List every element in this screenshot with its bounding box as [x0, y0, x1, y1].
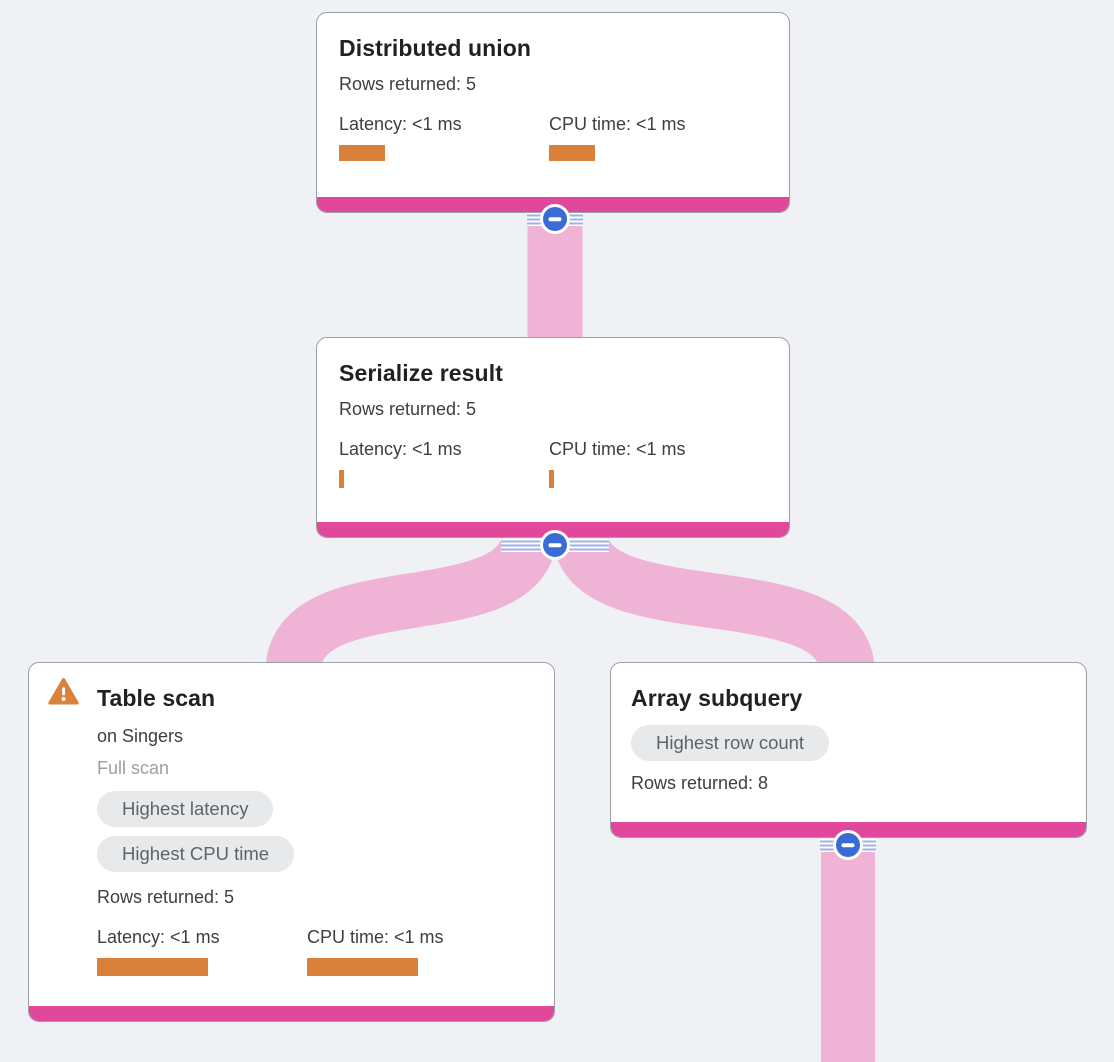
badge-row: Highest CPU time [97, 836, 554, 872]
rows-returned: Rows returned: 5 [339, 399, 477, 419]
latency-metric: Latency: <1 ms [97, 924, 307, 976]
latency-bar [97, 958, 208, 976]
edge-serialize-to-array-subquery [555, 534, 875, 674]
rows-returned: Rows returned: 8 [631, 773, 769, 793]
collapse-button-distributed-union[interactable] [527, 204, 583, 234]
metrics-row: Latency: <1 ms CPU time: <1 ms [339, 436, 789, 488]
latency-bar [339, 470, 344, 488]
badge-row: Highest latency [97, 791, 554, 827]
node-subtitle: on Singers [97, 726, 184, 746]
node-table-scan[interactable]: Table scan on Singers Full scan Highest … [28, 662, 555, 1022]
rows-returned: Rows returned: 5 [97, 887, 235, 907]
latency-metric: Latency: <1 ms [339, 111, 549, 161]
node-title: Distributed union [339, 35, 532, 61]
node-title: Table scan [97, 685, 216, 711]
node-array-subquery[interactable]: Array subquery Highest row count Rows re… [610, 662, 1087, 838]
collapse-button-serialize-result[interactable] [501, 530, 609, 560]
latency-metric: Latency: <1 ms [339, 436, 549, 488]
cpu-time-metric: CPU time: <1 ms [307, 924, 517, 976]
node-footer-bar [611, 822, 1086, 837]
node-title: Array subquery [631, 685, 803, 711]
collapse-icon [540, 204, 570, 234]
edge-serialize-to-table-scan [265, 535, 555, 673]
node-title: Serialize result [339, 360, 503, 386]
node-footer-bar [317, 522, 789, 537]
minus-icon [548, 217, 562, 221]
cpu-time-metric: CPU time: <1 ms [549, 111, 759, 161]
node-serialize-result[interactable]: Serialize result Rows returned: 5 Latenc… [316, 337, 790, 538]
cpu-time-metric: CPU time: <1 ms [549, 436, 759, 488]
collapse-icon [540, 530, 570, 560]
edge-array-subquery-to-child [821, 845, 875, 1062]
minus-icon [548, 543, 562, 547]
latency-label: Latency: <1 ms [339, 439, 462, 459]
highest-cpu-time-badge: Highest CPU time [97, 836, 295, 872]
scan-type-label: Full scan [97, 758, 170, 778]
minus-icon [841, 843, 855, 847]
highest-row-count-badge: Highest row count [631, 725, 830, 761]
cpu-time-label: CPU time: <1 ms [549, 114, 686, 134]
rows-returned: Rows returned: 5 [339, 74, 477, 94]
badge-row: Highest row count [631, 725, 1086, 761]
cpu-time-bar [307, 958, 418, 976]
node-footer-bar [29, 1006, 554, 1021]
highest-latency-badge: Highest latency [97, 791, 274, 827]
node-distributed-union[interactable]: Distributed union Rows returned: 5 Laten… [316, 12, 790, 213]
latency-bar [339, 145, 385, 161]
latency-label: Latency: <1 ms [339, 114, 462, 134]
cpu-time-label: CPU time: <1 ms [549, 439, 686, 459]
collapse-icon [833, 830, 863, 860]
cpu-time-bar [549, 145, 595, 161]
cpu-time-label: CPU time: <1 ms [307, 927, 444, 947]
cpu-time-bar [549, 470, 554, 488]
latency-label: Latency: <1 ms [97, 927, 220, 947]
metrics-row: Latency: <1 ms CPU time: <1 ms [97, 924, 554, 976]
metrics-row: Latency: <1 ms CPU time: <1 ms [339, 111, 789, 161]
warning-icon [48, 678, 79, 710]
collapse-button-array-subquery[interactable] [820, 830, 876, 860]
